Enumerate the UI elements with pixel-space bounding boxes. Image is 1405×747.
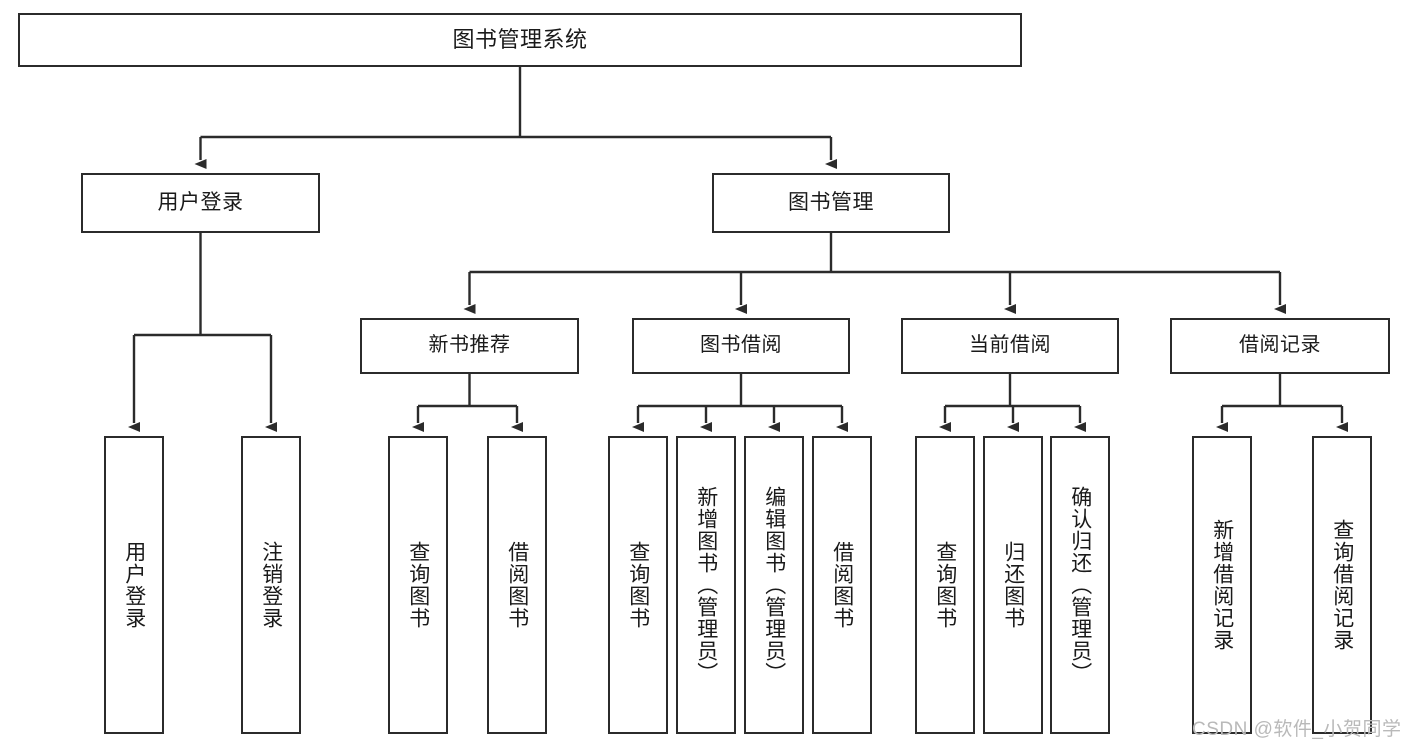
node-label: 编辑图书（管理员） [762,486,786,684]
node-l-user-login[interactable]: 用户登录 [104,436,164,734]
node-label: 新增借阅记录 [1210,519,1234,651]
node-l-nbr-borrow[interactable]: 借阅图书 [487,436,547,734]
node-label: 查询图书 [933,541,957,629]
node-l-cb-confirm[interactable]: 确认归还（管理员） [1050,436,1110,734]
node-label: 新增图书（管理员） [694,486,718,684]
node-l-br-query[interactable]: 查询借阅记录 [1312,436,1372,734]
node-label: 查询图书 [626,541,650,629]
node-n-current-borrow[interactable]: 当前借阅 [901,318,1119,374]
node-l-br-add[interactable]: 新增借阅记录 [1192,436,1252,734]
node-n-new-book-rec[interactable]: 新书推荐 [360,318,579,374]
node-l-user-logout[interactable]: 注销登录 [241,436,301,734]
node-n-book-manage[interactable]: 图书管理 [712,173,950,233]
node-label: 用户登录 [122,541,146,629]
node-label: 借阅图书 [830,541,854,629]
node-label: 图书管理系统 [452,27,588,53]
node-label: 归还图书 [1001,541,1025,629]
node-n-user-login[interactable]: 用户登录 [81,173,320,233]
node-l-bb-edit[interactable]: 编辑图书（管理员） [744,436,804,734]
node-label: 新书推荐 [428,334,511,357]
node-label: 借阅图书 [505,541,529,629]
node-label: 注销登录 [259,541,283,629]
node-l-bb-add[interactable]: 新增图书（管理员） [676,436,736,734]
node-l-bb-borrow[interactable]: 借阅图书 [812,436,872,734]
node-label: 用户登录 [157,190,244,214]
watermark-csdn: CSDN @软件_小贺同学 [1192,719,1402,740]
node-l-nbr-query[interactable]: 查询图书 [388,436,448,734]
node-label: 图书借阅 [700,334,782,357]
node-l-cb-query[interactable]: 查询图书 [915,436,975,734]
node-label: 确认归还（管理员） [1068,486,1092,684]
node-label: 当前借阅 [969,334,1051,357]
node-label: 查询图书 [406,541,430,629]
node-l-cb-return[interactable]: 归还图书 [983,436,1043,734]
node-label: 查询借阅记录 [1330,519,1354,651]
node-n-book-borrow[interactable]: 图书借阅 [632,318,850,374]
node-label: 借阅记录 [1239,334,1321,357]
node-n-borrow-record[interactable]: 借阅记录 [1170,318,1390,374]
node-root[interactable]: 图书管理系统 [18,13,1022,67]
node-l-bb-query[interactable]: 查询图书 [608,436,668,734]
node-label: 图书管理 [788,190,874,214]
